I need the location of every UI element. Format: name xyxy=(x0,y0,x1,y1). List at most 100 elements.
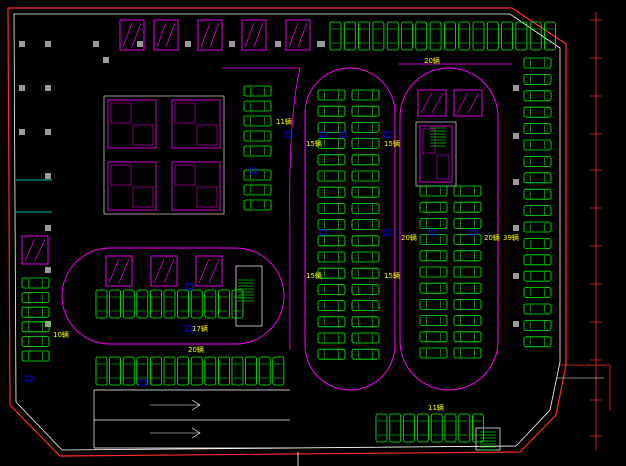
ramp-diag xyxy=(122,22,133,48)
car-outline xyxy=(523,303,552,315)
parking-stall xyxy=(204,356,217,386)
marker xyxy=(185,283,193,290)
column xyxy=(19,85,25,91)
car-outline xyxy=(453,234,482,246)
car-outline xyxy=(403,413,416,443)
ramp-diag xyxy=(288,22,299,48)
car-outline xyxy=(486,21,499,51)
column xyxy=(513,133,519,139)
car-outline xyxy=(401,21,413,51)
parking-stall xyxy=(217,289,230,319)
marker xyxy=(469,229,477,236)
parking-stall xyxy=(523,270,552,282)
car-outline xyxy=(351,251,380,263)
car-outline xyxy=(523,155,552,167)
car-outline xyxy=(419,266,448,278)
car-outline xyxy=(217,289,230,319)
car-outline xyxy=(243,145,272,157)
car-outline xyxy=(317,219,346,231)
car-outline xyxy=(523,106,552,118)
parking-stall xyxy=(419,185,448,197)
car-outline xyxy=(523,188,552,200)
stair xyxy=(238,127,496,451)
marker xyxy=(383,229,391,236)
parking-stall xyxy=(317,89,346,101)
car-outline xyxy=(523,139,552,151)
car-outline xyxy=(317,186,346,198)
parking-stall xyxy=(190,289,203,319)
car-outline xyxy=(351,170,380,182)
car-outline xyxy=(523,287,552,299)
label-oval-right-mid: 20辆 xyxy=(484,233,500,242)
parking-stall xyxy=(501,21,514,51)
column xyxy=(317,41,323,47)
car-outline xyxy=(472,413,485,443)
parking-stall xyxy=(243,169,272,181)
car-outline xyxy=(317,332,346,344)
car-outline xyxy=(529,21,542,51)
car-outline xyxy=(523,205,552,217)
parking-stall xyxy=(401,21,413,51)
car-outline xyxy=(317,316,346,328)
parking-stall xyxy=(453,201,482,213)
car-outline xyxy=(317,267,346,279)
parking-stall xyxy=(317,267,346,279)
ramp-diag xyxy=(163,258,175,284)
car-outline xyxy=(243,85,272,97)
parking-stall xyxy=(351,138,380,150)
car-outline xyxy=(523,172,552,184)
ramp-box xyxy=(195,255,223,287)
parking-stall xyxy=(163,289,176,319)
parking-stall xyxy=(419,347,448,359)
car-outline xyxy=(523,336,552,348)
label-upper-right: 11辆 xyxy=(276,117,292,126)
marker xyxy=(249,167,257,174)
parking-stall xyxy=(245,356,258,386)
car-outline xyxy=(95,289,108,319)
ramp-diag xyxy=(209,22,220,48)
room-sub xyxy=(422,128,436,154)
car-outline xyxy=(317,89,346,101)
parking-stall xyxy=(523,303,552,315)
parking-stall xyxy=(351,186,380,198)
parking-stall xyxy=(523,74,552,85)
parking-stall xyxy=(243,130,272,142)
parking-stall xyxy=(351,202,380,214)
ramp-diag xyxy=(198,258,210,284)
service-room xyxy=(171,161,221,211)
column xyxy=(185,41,191,47)
parking-stall xyxy=(317,138,346,150)
column xyxy=(513,85,519,91)
car-outline xyxy=(122,356,135,386)
parking-stall xyxy=(95,356,108,386)
room-outline xyxy=(107,99,157,149)
exit-road-a xyxy=(560,364,611,410)
car-outline xyxy=(419,217,448,229)
car-outline xyxy=(21,277,50,289)
car-outline xyxy=(375,413,388,443)
parking-stall xyxy=(389,413,402,443)
parking-stall xyxy=(351,89,380,101)
parking-stall xyxy=(272,356,285,386)
core-outline xyxy=(103,95,225,215)
car-outline xyxy=(351,316,380,328)
parking-stall xyxy=(177,289,190,319)
parking-stall xyxy=(523,287,552,299)
parking-stall xyxy=(149,356,162,386)
marker xyxy=(383,131,391,138)
car-outline xyxy=(358,21,371,51)
parking-stall xyxy=(317,170,346,182)
ramp-diag xyxy=(456,92,469,114)
ramp xyxy=(197,19,223,51)
route-oval-left xyxy=(304,67,396,391)
car-outline xyxy=(217,356,230,386)
parking-stall xyxy=(163,356,176,386)
car-outline xyxy=(453,315,482,327)
parking-stall xyxy=(317,348,346,360)
parking-stall xyxy=(317,154,346,166)
ramp xyxy=(105,255,133,287)
parking-stall xyxy=(529,21,542,51)
marker xyxy=(139,379,147,386)
car-outline xyxy=(149,289,162,319)
car-outline xyxy=(351,138,380,150)
